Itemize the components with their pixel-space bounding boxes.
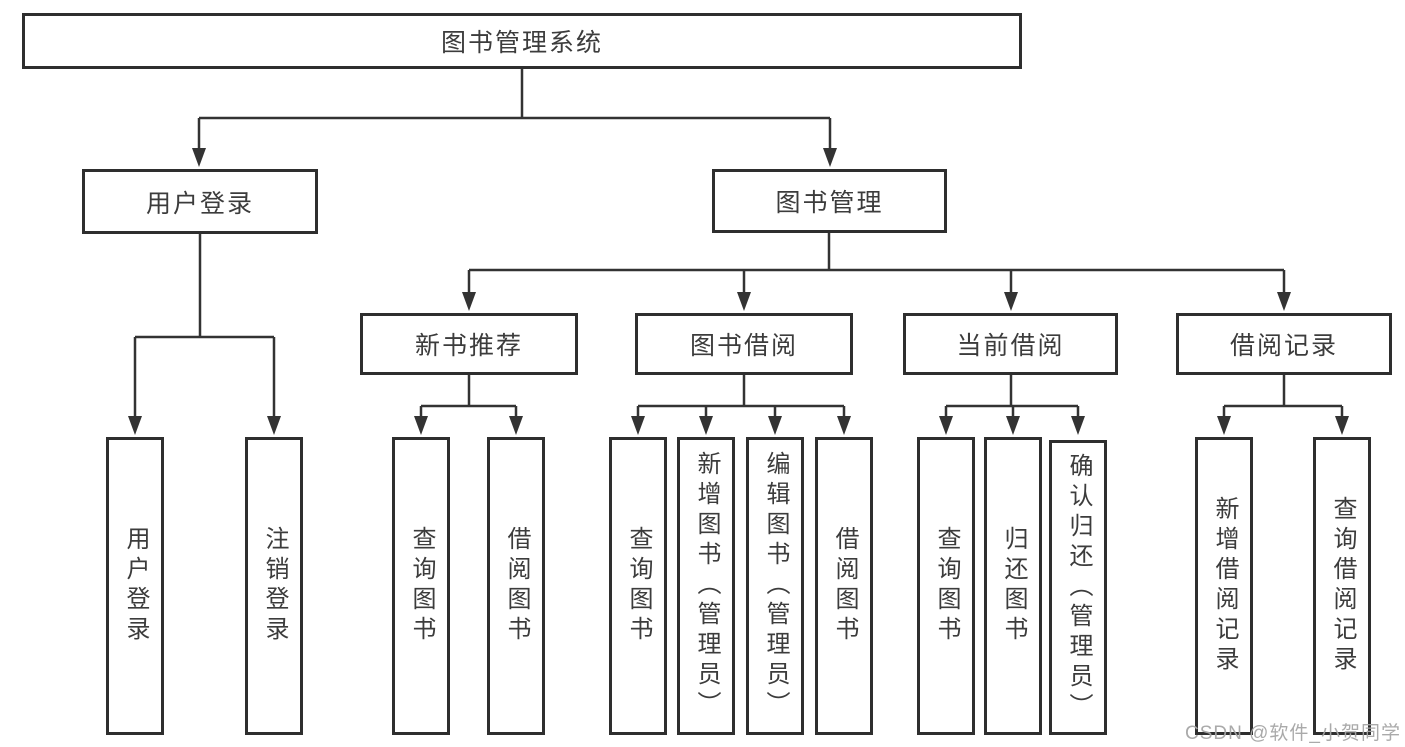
node-borrow-books-1: 借阅图书: [487, 437, 545, 735]
node-return-book-label: 归还图书: [1000, 526, 1027, 646]
node-edit-book-admin-label: 编辑图书（管理员）: [762, 451, 789, 721]
node-login: 用户登录: [106, 437, 164, 735]
node-query-borrow-record-label: 查询借阅记录: [1329, 496, 1356, 676]
connector-path: [133, 69, 1344, 420]
node-borrow-books-2-label: 借阅图书: [831, 526, 858, 646]
node-query-borrow-record: 查询借阅记录: [1313, 437, 1371, 735]
node-user-login-label: 用户登录: [145, 189, 254, 218]
node-current-borrow-label: 当前借阅: [956, 332, 1065, 360]
node-borrow-records: 借阅记录: [1176, 313, 1392, 375]
node-root-label: 图书管理系统: [440, 29, 603, 57]
csdn-watermark: CSDN @软件_小贺同学: [1185, 723, 1401, 744]
node-root: 图书管理系统: [22, 13, 1022, 69]
node-return-book: 归还图书: [984, 437, 1042, 735]
node-borrow-records-label: 借阅记录: [1229, 332, 1338, 360]
node-logout: 注销登录: [245, 437, 303, 735]
node-query-books-2: 查询图书: [609, 437, 667, 735]
node-borrow-books-2: 借阅图书: [815, 437, 873, 735]
node-book-management-label: 图书管理: [775, 189, 884, 217]
node-confirm-return-admin-label: 确认归还（管理员）: [1065, 452, 1092, 723]
node-query-books-2-label: 查询图书: [625, 526, 652, 646]
node-logout-label: 注销登录: [261, 526, 288, 646]
node-add-borrow-record: 新增借阅记录: [1195, 437, 1253, 735]
node-new-book-recommend: 新书推荐: [360, 313, 578, 375]
node-login-label: 用户登录: [122, 526, 149, 646]
node-current-borrow: 当前借阅: [903, 313, 1118, 375]
node-add-book-admin-label: 新增图书（管理员）: [693, 451, 720, 721]
node-add-borrow-record-label: 新增借阅记录: [1211, 496, 1238, 676]
node-edit-book-admin: 编辑图书（管理员）: [746, 437, 804, 735]
node-new-book-recommend-label: 新书推荐: [414, 332, 523, 360]
node-book-borrow: 图书借阅: [635, 313, 853, 375]
node-query-books-3: 查询图书: [917, 437, 975, 735]
node-book-borrow-label: 图书借阅: [689, 332, 798, 360]
node-query-books-3-label: 查询图书: [933, 526, 960, 646]
node-query-books-1: 查询图书: [392, 437, 450, 735]
node-add-book-admin: 新增图书（管理员）: [677, 437, 735, 735]
node-user-login: 用户登录: [82, 169, 318, 234]
node-confirm-return-admin: 确认归还（管理员）: [1049, 440, 1107, 735]
node-borrow-books-1-label: 借阅图书: [503, 526, 530, 646]
node-book-management: 图书管理: [712, 169, 947, 233]
node-query-books-1-label: 查询图书: [408, 526, 435, 646]
